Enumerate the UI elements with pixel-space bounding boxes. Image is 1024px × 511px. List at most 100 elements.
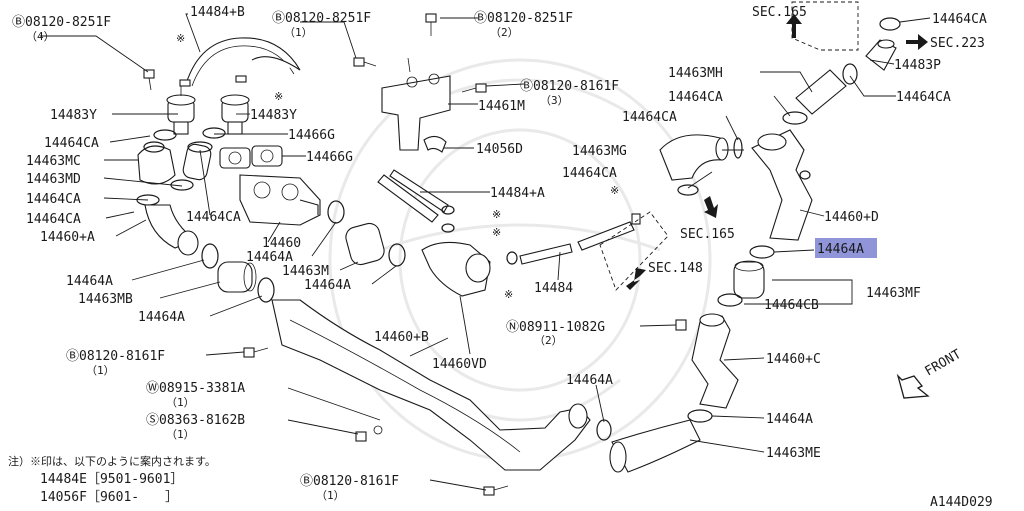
solenoid-valve-left[interactable]: [166, 86, 196, 135]
air-pipe-14460d[interactable]: [751, 129, 813, 241]
part-label[interactable]: Ⓑ08120-8161F: [300, 474, 399, 489]
part-label[interactable]: 14461M: [478, 99, 525, 114]
sec165-boundary: [791, 1, 859, 51]
part-label[interactable]: 14483Y: [250, 108, 297, 123]
part-label[interactable]: 14464CA: [186, 210, 241, 225]
hose-14463mc[interactable]: [137, 141, 176, 185]
hose-14484a[interactable]: [377, 169, 455, 233]
hose-14463mg[interactable]: [659, 134, 743, 196]
qty-label: （1）: [86, 364, 115, 377]
air-pipe-14460[interactable]: [239, 174, 321, 226]
fitting-14483p[interactable]: [865, 39, 897, 71]
qty-label: （1）: [284, 26, 313, 39]
hose-14463me[interactable]: [609, 419, 701, 473]
solenoid-valve-right[interactable]: [220, 94, 250, 135]
highlight-box: [815, 238, 877, 258]
part-label[interactable]: 14460+D: [824, 210, 879, 225]
hose-14463mh[interactable]: [795, 63, 858, 115]
part-label[interactable]: 14464CA: [562, 166, 617, 181]
gasket-14466g-a[interactable]: [219, 147, 251, 169]
section-ref[interactable]: SEC.148: [648, 261, 703, 276]
qty-label: （1）: [166, 396, 195, 409]
part-label[interactable]: 14460+A: [40, 230, 95, 245]
part-label[interactable]: 14466G: [306, 150, 353, 165]
part-label[interactable]: 14484+B: [190, 5, 245, 20]
clip-14056d[interactable]: [423, 135, 447, 153]
part-label[interactable]: 14463MF: [866, 286, 921, 301]
part-label[interactable]: 14460+B: [374, 330, 429, 345]
part-label[interactable]: 14464A: [138, 310, 185, 325]
part-label[interactable]: 14464A: [304, 278, 351, 293]
part-label[interactable]: 14056D: [476, 142, 523, 157]
hose-14463mb[interactable]: [217, 261, 257, 293]
air-pipe-14460a[interactable]: [144, 204, 199, 256]
part-label[interactable]: 14463M: [282, 264, 329, 279]
hose-14484[interactable]: [506, 213, 641, 265]
section-ref[interactable]: SEC.165: [680, 227, 735, 242]
footnote-line: 注）※印は、以下のように案内されます。: [8, 454, 216, 468]
clamp-14464a-left[interactable]: [201, 243, 219, 269]
clamp-14464a-left2[interactable]: [257, 277, 275, 303]
pipe-14460vd[interactable]: [421, 241, 491, 297]
part-label[interactable]: 14464CA: [896, 90, 951, 105]
clamp-14464a-c[interactable]: [596, 419, 612, 441]
part-label[interactable]: 14483P: [894, 58, 941, 73]
part-label[interactable]: 14484+A: [490, 186, 545, 201]
clamp-14464ca-top[interactable]: [879, 17, 901, 31]
part-label[interactable]: 14464CA: [26, 212, 81, 227]
part-label[interactable]: 14464A: [766, 412, 813, 427]
hose-14463mf[interactable]: [733, 260, 765, 299]
part-label[interactable]: 14464A: [566, 373, 613, 388]
ref-mark: ※: [176, 32, 185, 45]
section-ref[interactable]: SEC.223: [930, 36, 985, 51]
part-label[interactable]: Ⓑ08120-8251F: [12, 15, 111, 30]
part-label[interactable]: 14464CA: [622, 110, 677, 125]
part-label[interactable]: 14464CB: [764, 298, 819, 313]
part-label[interactable]: 14484: [534, 281, 573, 296]
part-label[interactable]: 14463MG: [572, 144, 627, 159]
part-label[interactable]: 14464CA: [932, 12, 987, 27]
part-label[interactable]: 14460: [262, 236, 301, 251]
part-label[interactable]: 14464CA: [26, 192, 81, 207]
part-label[interactable]: Ⓢ08363-8162B: [146, 413, 245, 428]
clamp-14464a-r[interactable]: [687, 409, 713, 423]
part-label[interactable]: 14463MH: [668, 66, 723, 81]
gasket-14466g-b[interactable]: [251, 145, 283, 167]
clamp-14464a-m[interactable]: [388, 243, 406, 267]
qty-label: （1）: [166, 428, 195, 441]
hose-14463md[interactable]: [182, 141, 213, 181]
part-label[interactable]: 14464CA: [668, 90, 723, 105]
part-label[interactable]: 14460VD: [432, 357, 487, 372]
part-label[interactable]: 14464A: [246, 250, 293, 265]
bracket-14461m[interactable]: [381, 57, 451, 151]
ref-mark: ※: [492, 226, 501, 239]
part-label[interactable]: 14463MD: [26, 172, 81, 187]
part-label[interactable]: 14466G: [288, 128, 335, 143]
air-pipe-14460c[interactable]: [691, 313, 739, 409]
part-label[interactable]: 14463MB: [78, 292, 133, 307]
part-label[interactable]: 14460+C: [766, 352, 821, 367]
part-label[interactable]: 14463MC: [26, 154, 81, 169]
part-label[interactable]: 14483Y: [50, 108, 97, 123]
part-label[interactable]: 14464CA: [44, 136, 99, 151]
air-pipe-14460b[interactable]: [271, 299, 591, 471]
part-label[interactable]: Ⓑ08120-8161F: [520, 79, 619, 94]
section-ref[interactable]: SEC.165: [752, 5, 807, 20]
part-label-highlighted[interactable]: 14464A: [817, 242, 864, 257]
clamp-14464cb[interactable]: [717, 293, 743, 307]
hose-14463m[interactable]: [344, 221, 387, 267]
leader-lines: [40, 13, 931, 491]
part-label[interactable]: Ⓝ08911-1082G: [506, 320, 605, 335]
part-label[interactable]: Ⓑ08120-8251F: [474, 11, 573, 26]
part-label[interactable]: 14464A: [66, 274, 113, 289]
clamp-14464a-14460[interactable]: [327, 200, 345, 224]
clamp-14464a-highlight[interactable]: [749, 245, 775, 259]
part-label[interactable]: Ⓑ08120-8251F: [272, 11, 371, 26]
part-label[interactable]: Ⓦ08915-3381A: [146, 381, 245, 396]
vacuum-hose-14484b[interactable]: [179, 37, 301, 87]
part-label[interactable]: 14463ME: [766, 446, 821, 461]
part-label[interactable]: Ⓑ08120-8161F: [66, 349, 165, 364]
clamp-14464ca-r1[interactable]: [782, 111, 808, 125]
ref-mark: ※: [274, 90, 283, 103]
